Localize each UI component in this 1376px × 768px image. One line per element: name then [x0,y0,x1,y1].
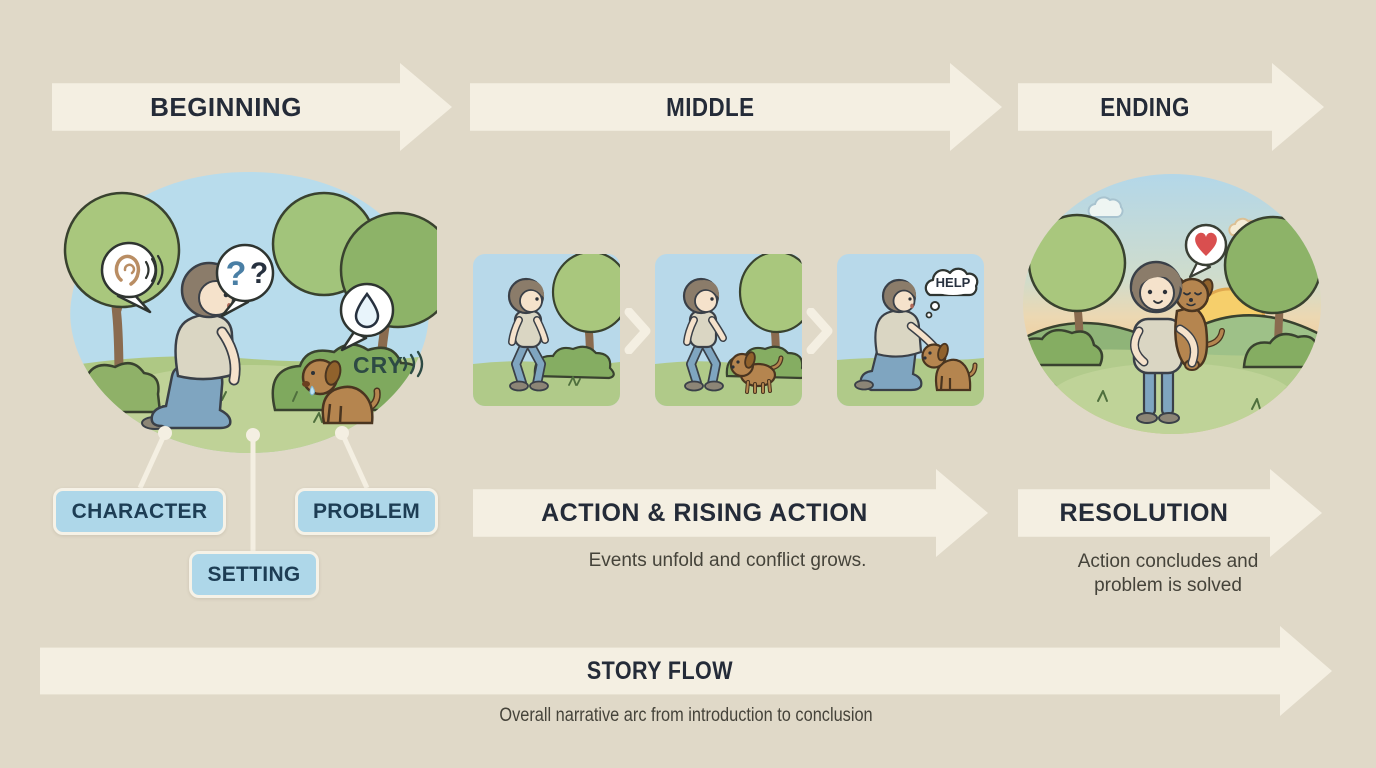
callout-problem: PROBLEM [295,488,438,535]
panel-arrow-icon [624,308,651,354]
story-flow-banner-label: STORY FLOW [586,656,734,685]
middle-banner-label: MIDDLE [665,91,755,122]
beginning-banner-label: BEGINNING [150,91,302,122]
callout-character-label: CHARACTER [71,499,208,523]
heart-icon [1195,232,1217,256]
panel3-dog [921,342,978,392]
ending-banner-label: ENDING [1100,91,1190,122]
ending-banner: ENDING [1018,63,1324,151]
panel-arrow-icon [806,308,833,354]
resolution-subtitle-line2: problem is solved [1094,575,1242,596]
resolution-banner-label: RESOLUTION [1059,498,1229,527]
rising-action-subtitle: Events unfold and conflict grows. [588,550,867,571]
beginning-banner: BEGINNING [52,63,452,151]
beginning-scene-svg: ? ? CRY [63,172,437,453]
panel2-dog [729,351,784,394]
ending-scene-svg [1023,174,1321,434]
cry-label: CRY [353,352,404,378]
help-label: HELP [936,275,971,290]
story-flow-subtitle-text: Overall narrative arc from introduction … [499,705,873,726]
ear-icon [114,254,141,286]
story-flow-subtitle: Overall narrative arc from introduction … [40,705,1332,727]
ending-scene-illustration [1022,173,1322,435]
middle-panel-3-helping: HELP [837,254,984,406]
middle-banner: MIDDLE [470,63,1002,151]
resolution-subtitle: Action concludes and problem is solved [1018,550,1318,598]
question-mark-1: ? [226,255,247,293]
rising-action-banner: ACTION & RISING ACTION [473,469,988,557]
cloud-icon [1087,196,1124,218]
girl-hugging-dog [1129,260,1225,424]
panel2-tree [738,254,802,362]
resolution-subtitle-line1: Action concludes and [1077,551,1259,572]
rising-action-banner-label: ACTION & RISING ACTION [541,498,868,527]
cry-sound-waves-icon [402,350,424,378]
panel1-girl-walking [507,277,549,392]
love-bubble [1184,223,1228,279]
teardrop-icon [354,291,380,329]
callout-setting: SETTING [189,551,319,598]
listen-bubble [100,241,164,314]
callout-character: CHARACTER [53,488,226,535]
middle-panel-2-meeting-dog [655,254,802,406]
callout-connectors [137,426,370,551]
callout-setting-label: SETTING [207,562,301,586]
sound-waves-icon [144,254,164,286]
cry-bubble [339,282,395,352]
story-flow-banner: STORY FLOW [40,626,1332,716]
question-mark-2: ? [250,257,268,290]
help-thought-bubble: HELP [924,267,979,319]
panel2-girl-walking [682,277,727,392]
panel1-bush [533,345,615,380]
beginning-scene-illustration: ? ? CRY [62,170,437,455]
callout-problem-label: PROBLEM [312,499,421,523]
panel1-tree [551,254,620,362]
dog-crying [301,358,381,425]
question-bubble: ? ? [215,243,275,318]
middle-panel-1-walking [473,254,620,406]
resolution-banner: RESOLUTION [1018,469,1322,557]
